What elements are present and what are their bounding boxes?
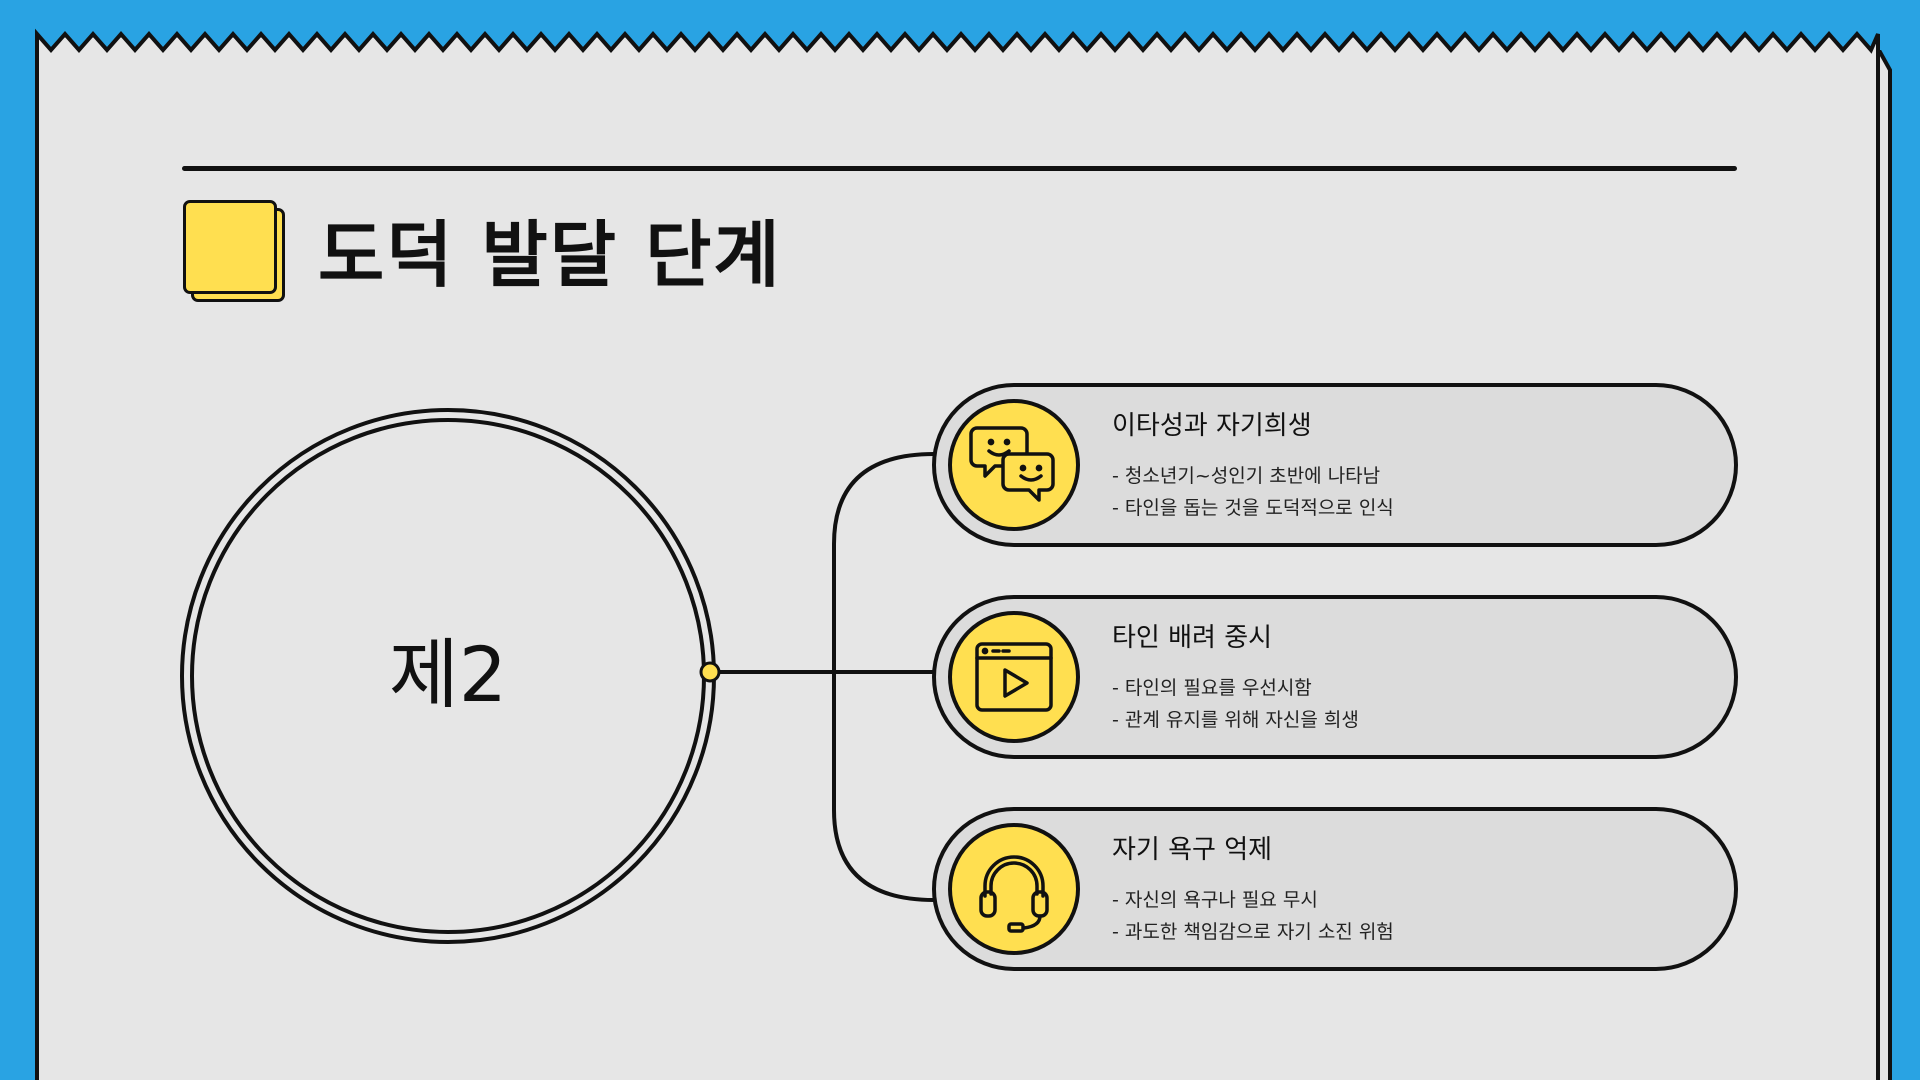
card-detail: - 과도한 책임감으로 자기 소진 위험 xyxy=(1112,921,1394,943)
video-player-icon xyxy=(948,611,1080,743)
headphones-icon xyxy=(948,823,1080,955)
card-title: 자기 욕구 억제 xyxy=(1112,835,1273,865)
card-detail: - 타인의 필요를 우선시함 xyxy=(1112,677,1312,699)
card-title: 이타성과 자기희생 xyxy=(1112,411,1312,441)
card-title: 타인 배려 중시 xyxy=(1112,623,1273,653)
header-rule xyxy=(182,166,1737,171)
stage-card-1: 이타성과 자기희생 - 청소년기~성인기 초반에 나타남 - 타인을 돕는 것을… xyxy=(932,383,1738,547)
chat-bubbles-icon xyxy=(948,399,1080,531)
card-detail: - 관계 유지를 위해 자신을 희생 xyxy=(1112,709,1359,731)
stage-card-2: 타인 배려 중시 - 타인의 필요를 우선시함 - 관계 유지를 위해 자신을 … xyxy=(932,595,1738,759)
page-title: 도덕 발달 단계 xyxy=(318,213,782,297)
title-decor-square xyxy=(183,200,277,294)
stage-label: 제2 xyxy=(388,630,508,719)
card-detail: - 타인을 돕는 것을 도덕적으로 인식 xyxy=(1112,497,1394,519)
card-detail: - 자신의 욕구나 필요 무시 xyxy=(1112,889,1318,911)
card-detail: - 청소년기~성인기 초반에 나타남 xyxy=(1112,465,1381,487)
stage-card-3: 자기 욕구 억제 - 자신의 욕구나 필요 무시 - 과도한 책임감으로 자기 … xyxy=(932,807,1738,971)
